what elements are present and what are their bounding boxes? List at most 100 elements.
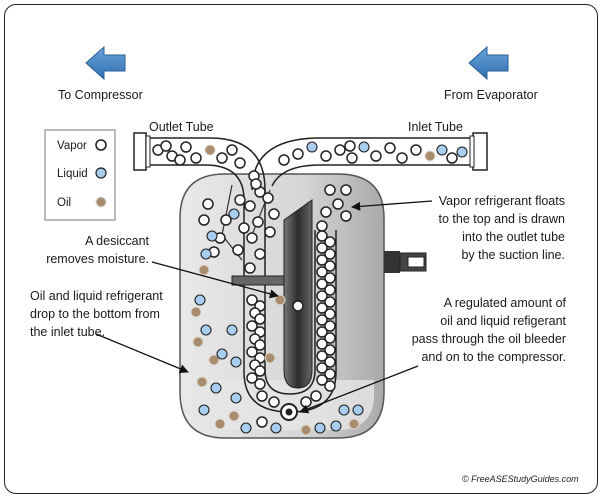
- liquid-particle: [240, 422, 252, 434]
- vapor-particle: [292, 300, 304, 312]
- liquid-particle: [352, 404, 364, 416]
- vapor-particle: [246, 294, 258, 306]
- vapor-particle: [316, 374, 328, 386]
- vapor-particle: [254, 339, 266, 351]
- vapor-particle: [234, 194, 246, 206]
- regulated-line-1: A regulated amount of: [444, 296, 567, 310]
- oil-particle: [192, 336, 204, 348]
- vapor-particle: [316, 278, 328, 290]
- liquid-particle: [210, 382, 222, 394]
- from-evaporator-label: From Evaporator: [444, 88, 538, 102]
- vapor-particle: [190, 152, 202, 164]
- vapor-particle: [346, 152, 358, 164]
- liquid-particle: [338, 404, 350, 416]
- liquid-particle: [314, 422, 326, 434]
- vapor-particle: [316, 314, 328, 326]
- oil-liquid-line-3: the inlet tube.: [30, 325, 105, 339]
- oil-particle: [424, 150, 436, 162]
- vapor-particle: [340, 210, 352, 222]
- liquid-particle: [200, 324, 212, 336]
- vapor-particle: [320, 150, 332, 162]
- vapor-particle: [238, 222, 250, 234]
- liquid-particle: [198, 404, 210, 416]
- legend-vapor-label: Vapor: [57, 140, 87, 152]
- vapor-particle: [216, 152, 228, 164]
- vapor-particle: [316, 362, 328, 374]
- liquid-particle: [436, 144, 448, 156]
- vapor-particle: [278, 154, 290, 166]
- oil-particle: [300, 424, 312, 436]
- vapor-particle: [316, 338, 328, 350]
- vapor-particle: [268, 396, 280, 408]
- vapor-particle: [252, 216, 264, 228]
- liquid-particle: [330, 420, 342, 432]
- vapor-particle: [324, 332, 336, 344]
- vapor-particle: [220, 214, 232, 226]
- vapor-particle: [316, 302, 328, 314]
- credit-text: © FreeASEStudyGuides.com: [462, 474, 579, 484]
- vapor-line-3: into the outlet tube: [462, 230, 565, 244]
- oil-liquid-line-1: Oil and liquid refrigerant: [30, 289, 163, 303]
- vapor-particle: [324, 344, 336, 356]
- vapor-particle: [160, 140, 172, 152]
- vapor-particle: [340, 184, 352, 196]
- liquid-particle: [270, 422, 282, 434]
- outlet-tube-label: Outlet Tube: [149, 120, 214, 134]
- vapor-particle: [246, 320, 258, 332]
- desiccant-line-1: A desiccant: [85, 234, 149, 248]
- vapor-particle: [316, 266, 328, 278]
- regulated-line-2: oil and liquid refigerant: [440, 314, 566, 328]
- legend-liquid-icon: [95, 167, 107, 179]
- oil-particle: [208, 354, 220, 366]
- vapor-particle: [264, 226, 276, 238]
- vapor-particle: [246, 346, 258, 358]
- vapor-particle: [332, 198, 344, 210]
- desiccant-bag: [283, 199, 313, 389]
- vapor-particle: [300, 396, 312, 408]
- callout-regulated: A regulated amount of oil and liquid ref…: [299, 296, 567, 414]
- callout-oil-liquid: Oil and liquid refrigerant drop to the b…: [30, 289, 189, 374]
- liquid-particle: [230, 356, 242, 368]
- vapor-particle: [254, 378, 266, 390]
- vapor-particle: [446, 152, 458, 164]
- liquid-particle: [200, 248, 212, 260]
- vapor-particle: [246, 372, 258, 384]
- liquid-particle: [206, 230, 218, 242]
- vapor-line-4: by the suction line.: [461, 248, 565, 262]
- liquid-particle: [226, 324, 238, 336]
- callout-desiccant: A desiccant removes moisture.: [46, 234, 279, 299]
- vapor-particle: [180, 141, 192, 153]
- vapor-particle: [310, 390, 322, 402]
- vapor-particle: [320, 206, 332, 218]
- oil-particle: [264, 352, 276, 364]
- vapor-particle: [234, 157, 246, 169]
- deflector-plate: [231, 275, 285, 286]
- callout-vapor: Vapor refrigerant floats to the top and …: [351, 194, 566, 262]
- oil-particle: [274, 294, 286, 306]
- vapor-particle: [262, 192, 274, 204]
- vapor-line-1: Vapor refrigerant floats: [439, 194, 565, 208]
- liquid-particle: [358, 141, 370, 153]
- vapor-particle: [324, 260, 336, 272]
- vapor-particle: [244, 200, 256, 212]
- liquid-particle: [194, 294, 206, 306]
- vapor-particle: [324, 296, 336, 308]
- outlet-tube-fitting: [133, 132, 151, 171]
- oil-bleeder: [280, 403, 298, 421]
- vapor-particle: [202, 198, 214, 210]
- vapor-particle: [396, 152, 408, 164]
- regulated-line-4: and on to the compressor.: [421, 350, 566, 364]
- vapor-particle: [324, 272, 336, 284]
- vapor-particle: [226, 144, 238, 156]
- oil-particle: [348, 418, 360, 430]
- vapor-particle: [324, 320, 336, 332]
- vapor-particle: [254, 313, 266, 325]
- desiccant-line-2: removes moisture.: [46, 252, 149, 266]
- to-compressor-label: To Compressor: [58, 88, 143, 102]
- vapor-particle: [316, 220, 328, 232]
- vapor-line-2: to the top and is drawn: [439, 212, 566, 226]
- vapor-particle: [244, 262, 256, 274]
- vapor-particle: [384, 142, 396, 154]
- vapor-particle: [324, 236, 336, 248]
- vapor-particle: [324, 284, 336, 296]
